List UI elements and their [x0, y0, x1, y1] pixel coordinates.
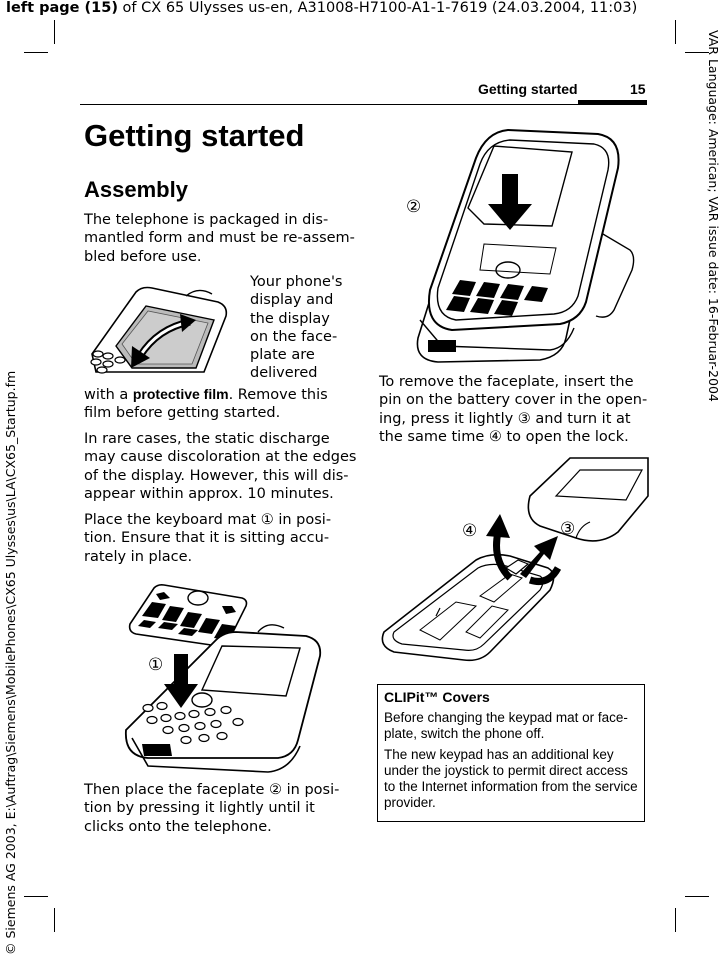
section-heading: Assembly: [84, 177, 188, 202]
crop-mark: [24, 52, 48, 53]
text-line: Your phone's: [250, 274, 343, 290]
protective-film-illustration: [90, 286, 228, 374]
slug-bold: left page (15): [6, 0, 118, 16]
faceplate-illustration: ②: [406, 128, 635, 363]
text-line: delivered: [250, 365, 318, 382]
text-line: may cause discoloration at the edges: [84, 449, 357, 466]
crop-mark: [675, 908, 676, 932]
var-language-note: VAR Language: American; VAR issue date: …: [706, 30, 721, 402]
text-line: bled before use.: [84, 248, 202, 265]
text-line: on the face-: [250, 328, 338, 345]
clipit-covers-note: CLIPit™ Covers Before changing the keypa…: [377, 684, 645, 822]
paragraph-faceplate: Then place the faceplate ② in posi- tion…: [84, 781, 339, 836]
text-fragment: with a: [84, 387, 133, 403]
slug-rest: of CX 65 Ulysses us-en, A31008-H7100-A1-…: [117, 0, 638, 16]
text-line: the same time ④ to open the lock.: [379, 428, 629, 445]
paragraph-discoloration: In rare cases, the static discharge may …: [84, 430, 356, 503]
crop-mark: [54, 20, 55, 44]
text-line: appear within approx. 10 minutes.: [84, 485, 334, 502]
step-one-label: ①: [148, 655, 163, 675]
note-title: CLIPit™ Covers: [384, 689, 490, 705]
crop-mark: [24, 896, 48, 897]
crop-mark: [54, 908, 55, 932]
note-paragraph: Before changing the keypad mat or face-p…: [384, 710, 628, 741]
page-number: 15: [630, 81, 646, 97]
text-line: The telephone is packaged in dis-: [84, 212, 329, 228]
text-line: clicks onto the telephone.: [84, 818, 272, 835]
text-line: ing, press it lightly ③ and turn it at: [379, 410, 631, 427]
keyboard-mat-illustration: ①: [125, 584, 322, 773]
paragraph-keyboard-mat: Place the keyboard mat ① in posi- tion. …: [84, 511, 331, 566]
text-line: mantled form and must be re-assem-: [84, 230, 355, 247]
paragraph-remove-faceplate: To remove the faceplate, insert the pin …: [379, 373, 647, 446]
text-line: the display: [250, 310, 330, 327]
text-line: pin on the battery cover in the open-: [379, 392, 648, 409]
step-four-label: ④: [462, 521, 477, 541]
note-paragraph: The new keypad has an additional key und…: [384, 747, 638, 810]
page-title: Getting started: [84, 118, 305, 153]
header-rule: [80, 104, 647, 105]
text-line: In rare cases, the static discharge: [84, 431, 330, 447]
print-slug: left page (15) of CX 65 Ulysses us-en, A…: [6, 0, 637, 16]
paragraph-intro: The telephone is packaged in dis- mantle…: [84, 211, 355, 266]
paragraph-film-wrap: Your phone's display and the display on …: [250, 273, 342, 383]
text-line: display and: [250, 292, 334, 309]
text-line: To remove the faceplate, insert the: [379, 374, 634, 390]
crop-mark: [685, 52, 709, 53]
protective-film-keyword: protective film: [132, 386, 229, 402]
text-line: tion. Ensure that it is sitting accu-: [84, 530, 330, 547]
text-line: rately in place.: [84, 548, 193, 565]
text-fragment: . Remove this: [228, 387, 328, 403]
battery-cover-illustration: ④ ③: [381, 457, 649, 662]
step-three-label: ③: [560, 519, 575, 539]
text-line: tion by pressing it lightly until it: [84, 800, 315, 817]
text-line: of the display. However, this will dis-: [84, 467, 349, 484]
text-line: film before getting started.: [84, 405, 281, 422]
text-line: plate are: [250, 347, 315, 364]
text-line: Then place the faceplate ② in posi-: [84, 782, 340, 798]
step-two-label: ②: [406, 197, 421, 217]
header-rule-thick: [578, 100, 647, 105]
text-line: Place the keyboard mat ① in posi-: [84, 512, 332, 528]
crop-mark: [685, 896, 709, 897]
running-header-section: Getting started: [478, 81, 578, 97]
text-line: with a protective film. Remove this: [84, 385, 328, 404]
crop-mark: [675, 20, 676, 44]
copyright-path-note: © Siemens AG 2003, E:\Auftrag\Siemens\Mo…: [3, 370, 18, 955]
paragraph-film-tail: with a protective film. Remove this film…: [84, 385, 328, 423]
